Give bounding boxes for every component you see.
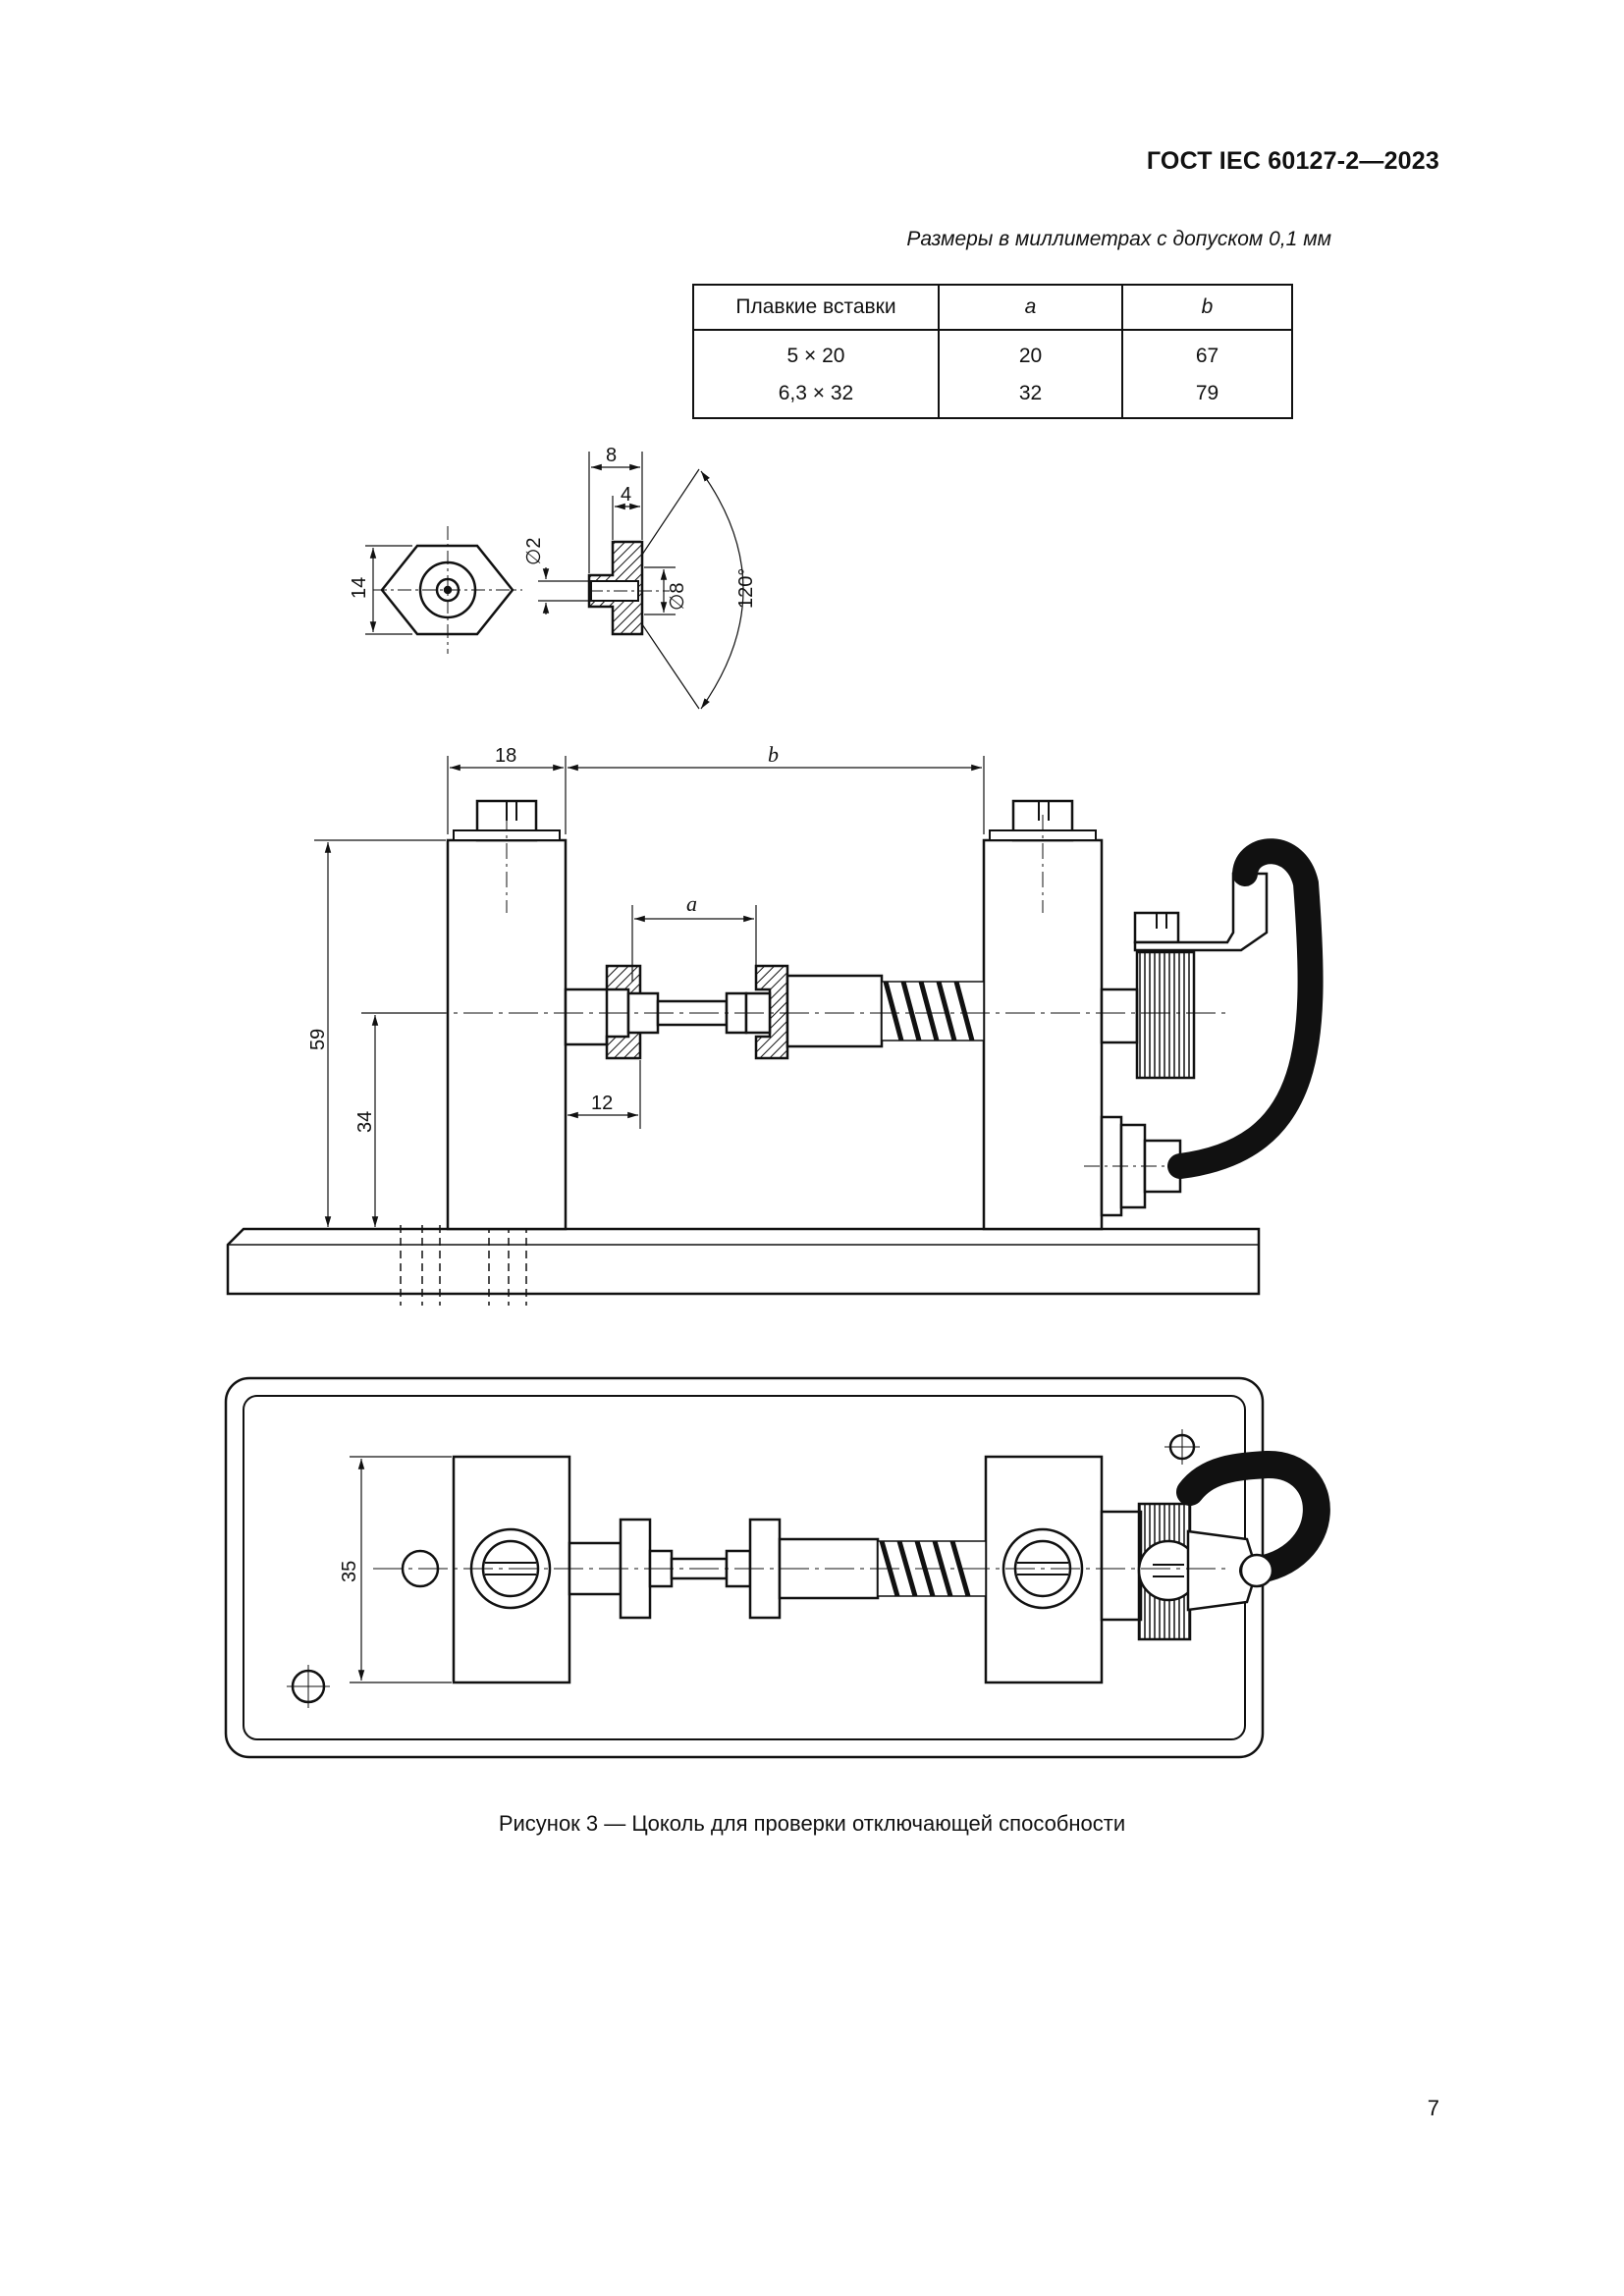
table-cell: 5 × 20	[692, 330, 940, 375]
figure-caption: Рисунок 3 — Цоколь для проверки отключаю…	[498, 1811, 1126, 1836]
dim-34-label: 34	[354, 1111, 376, 1133]
table-cell: 79	[1121, 375, 1293, 419]
front-view	[226, 756, 1324, 1306]
dim-59-label: 59	[307, 1029, 329, 1050]
plan-view	[224, 1376, 1330, 1759]
page-number: 7	[1427, 2096, 1439, 2120]
table-header-cell: a	[938, 284, 1123, 331]
dim-18-label: 18	[495, 745, 516, 767]
hex-nut-section-view	[538, 452, 744, 710]
fuse-dimensions-table: Плавкие вставки a b 5 × 20 20 67 6,3 × 3…	[692, 284, 1293, 419]
dim-35-label: 35	[339, 1561, 360, 1582]
table-header-cell: Плавкие вставки	[692, 284, 940, 331]
dim-14-label: 14	[349, 577, 370, 599]
table-row: 5 × 20 20 67	[692, 330, 1293, 375]
dim-a-label: a	[686, 891, 697, 916]
table-header-row: Плавкие вставки a b	[692, 284, 1293, 331]
table-cell: 32	[938, 375, 1123, 419]
hex-nut-front-view	[365, 526, 522, 654]
table-cell: 67	[1121, 330, 1293, 375]
table-row: 6,3 × 32 32 79	[692, 375, 1293, 419]
dim-diameter-8-label: ∅8	[667, 582, 688, 611]
table-cell: 6,3 × 32	[692, 375, 940, 419]
dim-4-label: 4	[621, 484, 631, 506]
dimensions-note: Размеры в миллиметрах с допуском 0,1 мм	[906, 228, 1331, 250]
dim-b-label: b	[768, 742, 779, 767]
dim-12-label: 12	[591, 1093, 613, 1114]
document-code: ГОСТ IEC 60127-2—2023	[1146, 147, 1439, 175]
dim-8-label: 8	[606, 445, 617, 466]
dim-diameter-2-label: ∅2	[523, 537, 545, 565]
table-header-cell: b	[1121, 284, 1293, 331]
dim-angle-120-label: 120°	[735, 568, 757, 609]
table-cell: 20	[938, 330, 1123, 375]
